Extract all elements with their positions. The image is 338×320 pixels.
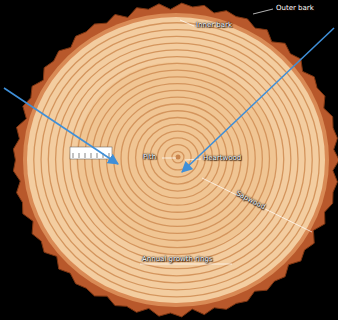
growth-ring <box>172 151 184 163</box>
sapwood-area <box>27 17 325 303</box>
part-label: Pith <box>143 154 156 162</box>
growth-ring <box>157 138 198 177</box>
inner-bark <box>23 13 329 307</box>
growth-ring <box>34 23 320 297</box>
part-label: Heartwood <box>203 155 241 163</box>
leader-line <box>185 159 201 160</box>
wood-disc <box>13 3 338 317</box>
pointer-arrows <box>4 28 334 172</box>
scale-bar <box>70 147 112 159</box>
growth-ring <box>114 97 241 219</box>
leader-line <box>180 20 194 26</box>
pointer-arrow <box>4 88 118 164</box>
scale-tick <box>79 153 80 158</box>
part-label: Outer bark <box>276 5 314 13</box>
leader-line <box>162 158 176 159</box>
scale-tick <box>85 153 86 158</box>
scale-tick <box>97 153 98 158</box>
growth-ring <box>106 90 248 226</box>
leader-line <box>202 178 312 232</box>
growth-ring <box>56 43 298 276</box>
growth-ring <box>92 77 262 241</box>
growth-ring <box>85 70 270 247</box>
pointer-arrow <box>182 28 334 172</box>
part-label: Annual growth rings <box>142 256 213 264</box>
leader-line <box>140 264 232 265</box>
leader-lines <box>140 9 312 264</box>
growth-ring <box>143 124 213 191</box>
outer-bark <box>13 3 338 317</box>
growth-ring <box>99 84 255 234</box>
growth-ring <box>70 57 284 262</box>
growth-ring <box>41 30 312 290</box>
leader-line <box>253 9 273 14</box>
pith-dot <box>176 155 181 160</box>
growth-ring <box>63 50 291 269</box>
growth-ring <box>48 36 305 283</box>
part-label: Inner bark <box>196 22 232 30</box>
scale-tick <box>73 153 74 158</box>
scale-tick <box>91 153 92 158</box>
